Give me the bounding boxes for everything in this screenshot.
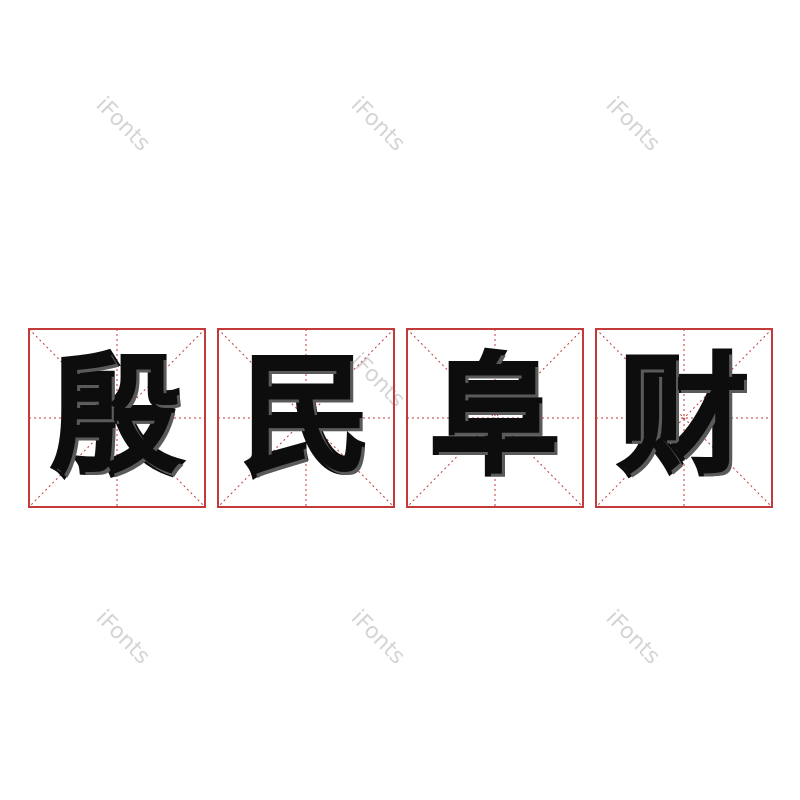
character-glyph: 殷 bbox=[50, 343, 184, 492]
character-cell: 财 bbox=[595, 328, 773, 508]
character-row: 殷 民 阜 bbox=[28, 328, 778, 510]
grid-lines bbox=[406, 328, 584, 508]
character-glyph: 财 bbox=[617, 343, 751, 492]
character-cell: 殷 bbox=[28, 328, 206, 508]
character-glyph: 民 bbox=[239, 343, 373, 492]
watermark: iFonts bbox=[90, 92, 155, 157]
character-glyph: 阜 bbox=[428, 343, 562, 492]
grid-lines bbox=[217, 328, 395, 508]
watermark: iFonts bbox=[345, 605, 410, 670]
grid-lines bbox=[595, 328, 773, 508]
watermark: iFonts bbox=[345, 92, 410, 157]
watermark: iFonts bbox=[600, 92, 665, 157]
watermark: iFonts bbox=[600, 605, 665, 670]
watermark: iFonts bbox=[90, 605, 155, 670]
character-cell: 阜 bbox=[406, 328, 584, 508]
character-cell: 民 bbox=[217, 328, 395, 508]
grid-lines bbox=[28, 328, 206, 508]
